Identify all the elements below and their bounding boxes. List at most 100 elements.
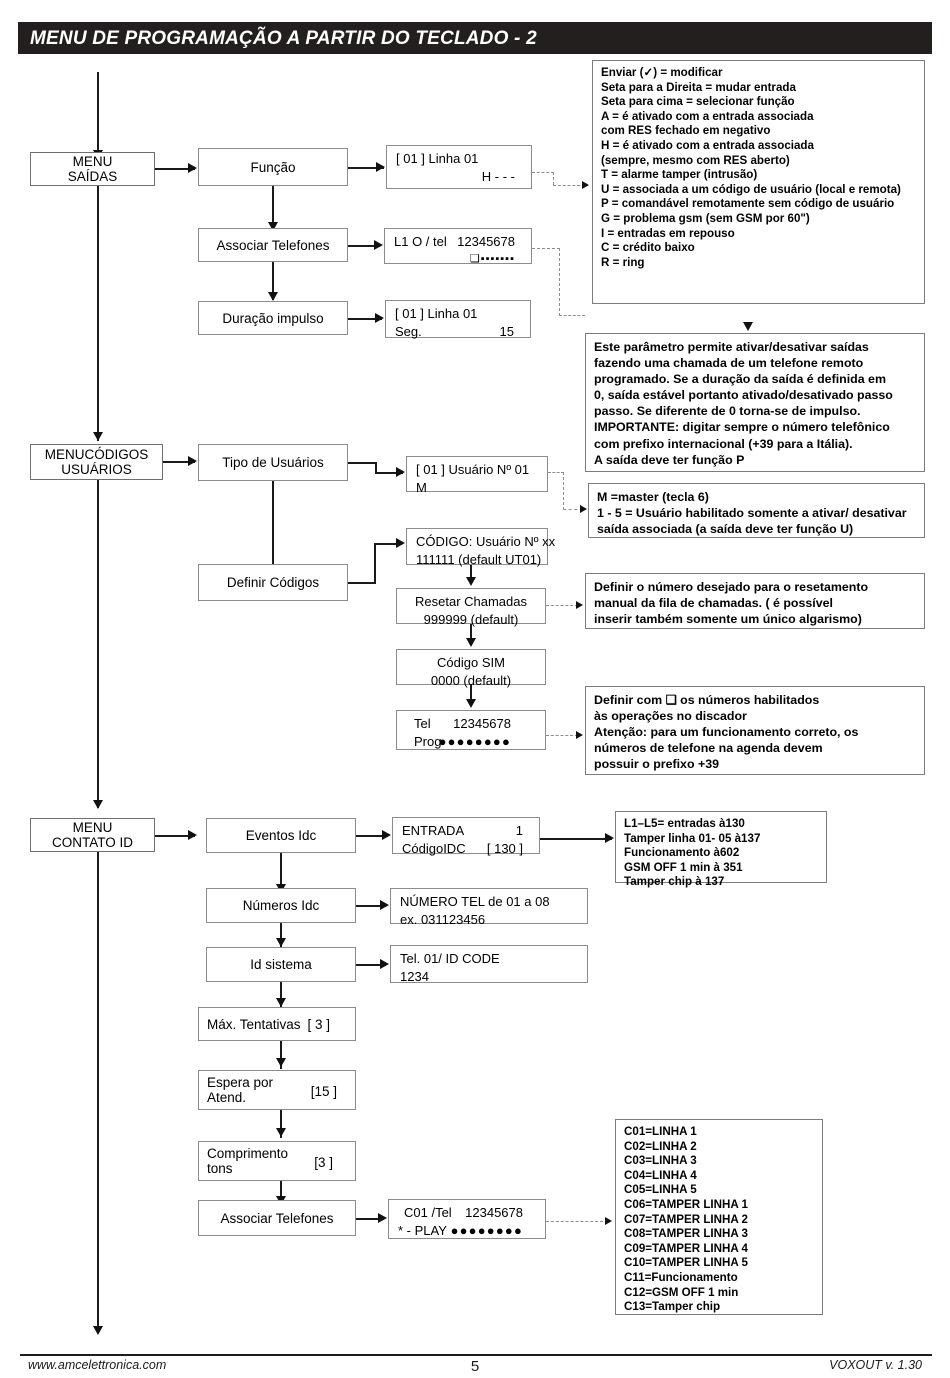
dash-associar-1 bbox=[532, 248, 560, 249]
lcd-assoc2-l1-left: C01 /Tel bbox=[404, 1205, 452, 1220]
arrow-resetar-sim bbox=[466, 638, 476, 647]
associar-telefones-label-2: Associar Telefones bbox=[220, 1210, 334, 1226]
conn-sim-tel bbox=[470, 685, 472, 705]
events-note: L1–L5= entradas à130 Tamper linha 01- 05… bbox=[615, 811, 827, 888]
arrow-sim-tel bbox=[466, 699, 476, 708]
param-line: IMPORTANTE: digitar sempre o número tele… bbox=[594, 420, 890, 435]
codes-line: C03=LINHA 3 bbox=[624, 1154, 697, 1168]
param-line: programado. Se a duração da saída é defi… bbox=[594, 372, 886, 387]
codes-line: C02=LINHA 2 bbox=[624, 1139, 697, 1153]
events-line: GSM OFF 1 min à 351 bbox=[624, 860, 743, 874]
definir-codigos-box[interactable]: Definir Códigos bbox=[198, 564, 348, 601]
lcd-codigo-l2: 111111 (default UT01) bbox=[416, 552, 542, 567]
dash-funcao-2 bbox=[553, 172, 554, 185]
footer-website: www.amcelettronica.com bbox=[28, 1358, 167, 1372]
codes-line: C06=TAMPER LINHA 1 bbox=[624, 1197, 749, 1211]
menu-codigos-box[interactable]: MENUCÓDIGOS USUÁRIOS bbox=[30, 444, 163, 480]
legend-line: G = problema gsm (sem GSM por 60") bbox=[601, 211, 810, 225]
trunk-line-bottom bbox=[97, 852, 99, 1330]
id-sistema-label: Id sistema bbox=[250, 957, 312, 972]
conn-max-espera bbox=[280, 1041, 283, 1069]
lcd-codigo-l1: CÓDIGO: Usuário Nº xx bbox=[416, 534, 556, 549]
menu-saidas-line2: SAÍDAS bbox=[67, 169, 118, 184]
conn-codigo-resetar bbox=[470, 565, 472, 583]
arrow-entrada-events-note bbox=[605, 833, 614, 843]
tipo-usuarios-box[interactable]: Tipo de Usuários bbox=[198, 444, 348, 481]
conn-funcao-associar bbox=[272, 186, 274, 230]
codes-line: C07=TAMPER LINHA 2 bbox=[624, 1212, 749, 1226]
associar-telefones-box-2[interactable]: Associar Telefones bbox=[198, 1200, 356, 1236]
legend-line: P = comandável remotamente sem código de… bbox=[601, 197, 895, 211]
tipo-usuarios-label: Tipo de Usuários bbox=[222, 455, 324, 470]
param-line: passo. Se diferente de 0 torna-se de imp… bbox=[594, 404, 861, 419]
conn-idsys-lcd bbox=[356, 964, 386, 967]
conn-eventos-numeros bbox=[280, 853, 283, 895]
dash-tipo-1 bbox=[548, 472, 564, 473]
reset-line: Definir o número desejado para o resetam… bbox=[594, 580, 869, 594]
legend-line: Seta para cima = selecionar função bbox=[601, 95, 795, 109]
lcd-duracao-l1: [ 01 ] Linha 01 bbox=[395, 306, 478, 321]
lcd-funcao-l1: [ 01 ] Linha 01 bbox=[396, 151, 479, 166]
duracao-impulso-box[interactable]: Duração impulso bbox=[198, 301, 348, 335]
lcd-associar-contato: C01 /Tel 12345678 * - PLAY ●●●●●●●● bbox=[388, 1199, 546, 1239]
conn-funcao-lcd bbox=[348, 167, 384, 169]
lcd-tipo-l2: M bbox=[416, 480, 427, 495]
codes-note: C01=LINHA 1 C02=LINHA 2 C03=LINHA 3 C04=… bbox=[615, 1119, 823, 1315]
lcd-tel-l2-right: ●●●●●●●● bbox=[438, 734, 511, 749]
lcd-associar-l1-right: 12345678 bbox=[457, 234, 515, 249]
arrow-numeros-lcd bbox=[380, 900, 389, 910]
comprimento-tons-box[interactable]: Comprimento tons [3 ] bbox=[198, 1141, 356, 1181]
arrow-funcao-legend bbox=[582, 181, 589, 189]
lcd-assoc2-l2-right: ●●●●●●●● bbox=[450, 1223, 523, 1238]
legend-line: U = associada a um código de usuário (lo… bbox=[601, 182, 901, 196]
tel-note-line: possuir o prefixo +39 bbox=[594, 757, 719, 772]
lcd-idsys-l1: Tel. 01/ ID CODE bbox=[400, 951, 500, 966]
legend-line: C = crédito baixo bbox=[601, 241, 695, 255]
id-sistema-box[interactable]: Id sistema bbox=[206, 947, 356, 982]
espera-label-line2: Atend. bbox=[207, 1090, 247, 1105]
conn-numeros-lcd bbox=[356, 905, 386, 908]
conn-duracao-lcd bbox=[348, 318, 382, 320]
conn-resetar-sim bbox=[470, 624, 472, 644]
numeros-idc-box[interactable]: Números Idc bbox=[206, 888, 356, 923]
lcd-entrada-l1-right: 1 bbox=[515, 823, 523, 838]
conn-associar-lcd bbox=[348, 245, 380, 247]
menu-contato-box[interactable]: MENU CONTATO ID bbox=[30, 818, 155, 852]
lcd-tel-l1-left: Tel bbox=[414, 716, 431, 731]
lcd-duracao-l2-right: 15 bbox=[499, 324, 514, 339]
arrow-definir-codigo bbox=[396, 538, 405, 548]
eventos-idc-box[interactable]: Eventos Idc bbox=[206, 818, 356, 853]
legend-line: Enviar (✓) = modificar bbox=[601, 66, 723, 79]
menu-saidas-box[interactable]: MENU SAÍDAS bbox=[30, 152, 155, 186]
conn-codigos-tipo bbox=[163, 461, 195, 463]
lcd-entrada-l1-left: ENTRADA bbox=[402, 823, 465, 838]
arrow-tel-note bbox=[576, 731, 583, 739]
legend-line: H = é ativado com a entrada associada bbox=[601, 138, 814, 152]
arrow-espera-comp bbox=[276, 1128, 286, 1137]
max-tentativas-box[interactable]: Máx. Tentativas [ 3 ] bbox=[198, 1007, 356, 1041]
conn-tipo-lcd-h1 bbox=[348, 462, 376, 464]
lcd-resetar-l1: Resetar Chamadas bbox=[415, 594, 527, 609]
arrow-tipo-master-note bbox=[580, 505, 587, 513]
master-line: 1 - 5 = Usuário habilitado somente a ati… bbox=[597, 506, 907, 521]
trunk-arrow-end bbox=[93, 1326, 103, 1335]
lcd-numeros-tel: NÚMERO TEL de 01 a 08 ex. 031123456 bbox=[390, 888, 588, 927]
param-line: Este parâmetro permite ativar/desativar … bbox=[594, 340, 869, 354]
max-tentativas-label: Máx. Tentativas bbox=[207, 1016, 301, 1032]
tel-note-line: Atenção: para um funcionamento correto, … bbox=[594, 725, 859, 740]
associar-telefones-box[interactable]: Associar Telefones bbox=[198, 228, 348, 262]
footer-version: VOXOUT v. 1.30 bbox=[829, 1358, 922, 1372]
lcd-numeros-l2: ex. 031123456 bbox=[400, 912, 486, 927]
arrow-duracao-lcd bbox=[375, 313, 384, 323]
legend-note: Enviar (✓) = modificar Seta para a Direi… bbox=[592, 60, 925, 304]
espera-atend-box[interactable]: Espera por Atend. [15 ] bbox=[198, 1070, 356, 1110]
menu-codigos-line2: USUÁRIOS bbox=[61, 462, 132, 477]
lcd-associar: L1 O / tel 12345678 ❑▪▪▪▪▪▪▪ bbox=[384, 228, 532, 265]
events-line: L1–L5= entradas à130 bbox=[624, 817, 745, 830]
numeros-idc-label: Números Idc bbox=[242, 898, 320, 913]
lcd-tipo-l1: [ 01 ] Usuário Nº 01 bbox=[416, 462, 530, 477]
arrow-funcao-associar bbox=[268, 222, 278, 231]
master-line: M =master (tecla 6) bbox=[597, 490, 709, 504]
funcao-box[interactable]: Função bbox=[198, 148, 348, 186]
legend-line: A = é ativado com a entrada associada bbox=[601, 109, 814, 123]
